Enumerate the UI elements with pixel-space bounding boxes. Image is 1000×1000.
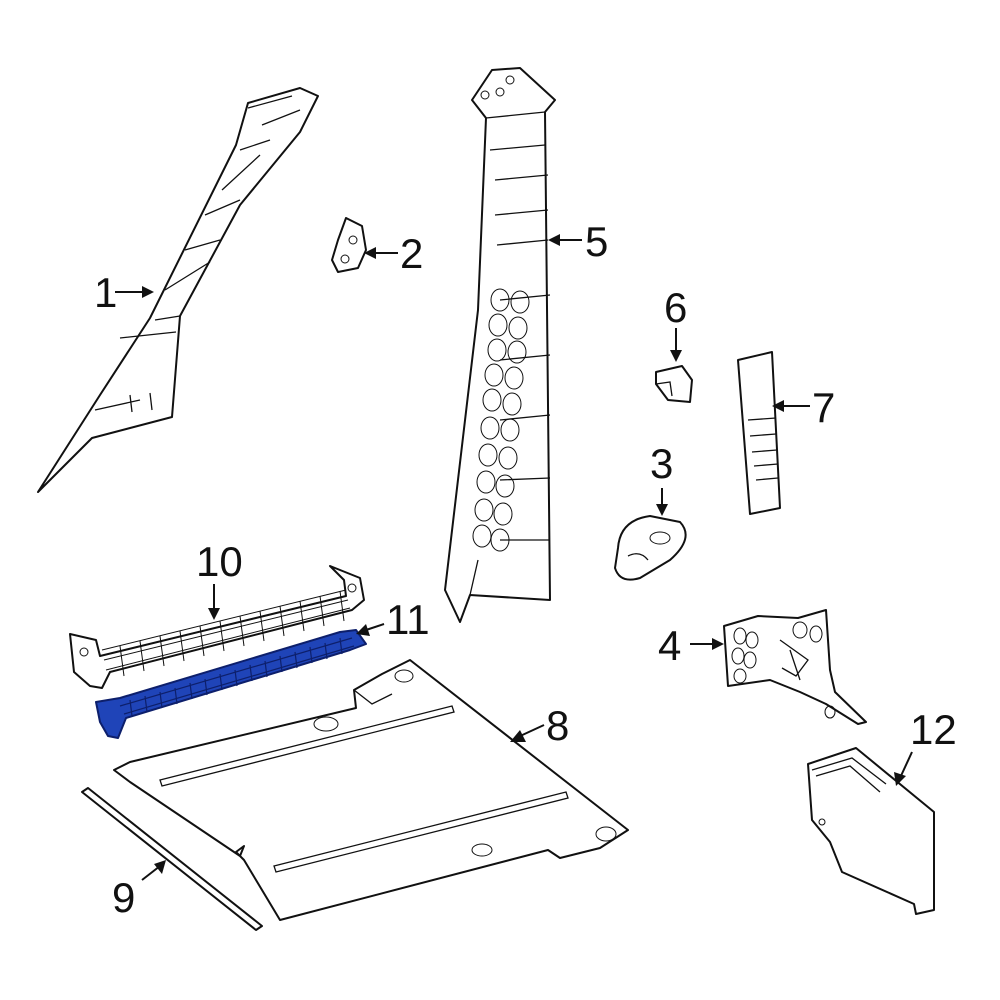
callout-9: 9 — [112, 860, 166, 921]
callout-4: 4 — [658, 622, 724, 669]
b-pillar-foam-pads — [472, 288, 530, 552]
part-6-clip[interactable] — [655, 365, 693, 403]
part-4-bracket-panel[interactable] — [723, 609, 867, 725]
part-11-scuff-plate-highlighted[interactable] — [95, 629, 367, 739]
callout-3: 3 — [650, 440, 673, 516]
callout-6: 6 — [664, 284, 687, 362]
callout-label-5: 5 — [585, 218, 608, 265]
callout-label-11: 11 — [386, 596, 430, 643]
callout-1: 1 — [94, 269, 154, 316]
callout-8: 8 — [510, 702, 569, 749]
callout-10: 10 — [196, 538, 243, 620]
callout-label-8: 8 — [546, 702, 569, 749]
callout-label-10: 10 — [196, 538, 243, 585]
callout-label-12: 12 — [910, 706, 957, 753]
part-5-b-pillar-trim[interactable] — [444, 67, 556, 623]
part-8-floor-panel[interactable] — [113, 659, 629, 921]
part-10-sill-plate[interactable] — [69, 565, 365, 689]
callout-label-1: 1 — [94, 269, 117, 316]
part-12-quarter-trim[interactable] — [807, 747, 935, 915]
callout-label-7: 7 — [812, 384, 835, 431]
callout-label-9: 9 — [112, 874, 135, 921]
callout-label-2: 2 — [400, 230, 423, 277]
callout-label-3: 3 — [650, 440, 673, 487]
part-1-a-pillar-trim[interactable] — [37, 87, 319, 493]
callout-7: 7 — [772, 384, 835, 431]
part-3-cover[interactable] — [614, 515, 687, 581]
callout-2: 2 — [364, 230, 423, 277]
part-9-weatherstrip[interactable] — [81, 787, 263, 931]
callout-12: 12 — [894, 706, 957, 786]
part-2-bracket[interactable] — [331, 217, 367, 273]
part-7-trim-strip[interactable] — [737, 351, 781, 515]
callout-label-6: 6 — [664, 284, 687, 331]
callout-label-4: 4 — [658, 622, 681, 669]
part-10-grid — [101, 589, 351, 677]
callout-11: 11 — [356, 596, 430, 643]
callout-5: 5 — [548, 218, 608, 265]
part-4-holes — [731, 621, 836, 719]
